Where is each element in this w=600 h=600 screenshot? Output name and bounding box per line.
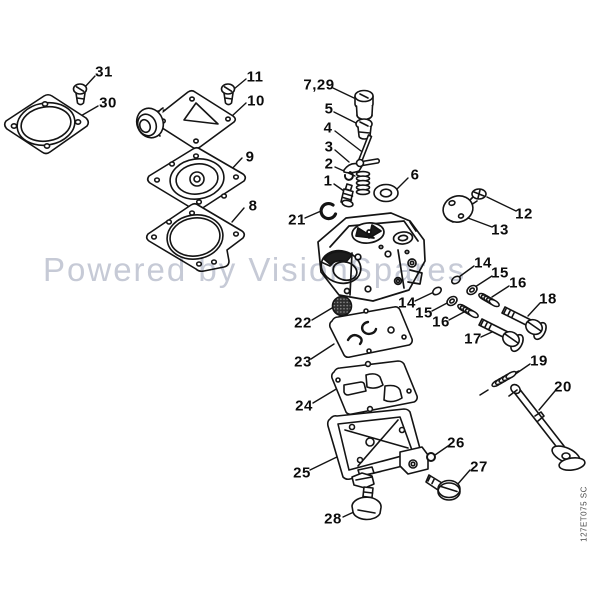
part-9-diaphragm-drawing: [148, 148, 246, 214]
callout-21: 21: [288, 211, 306, 229]
part-17-adjust-screw-drawing: [479, 319, 526, 353]
callout-4: 4: [323, 119, 333, 137]
part-23-gasket-drawing: [330, 307, 412, 357]
callout-22: 22: [294, 314, 312, 332]
part-8-gasket-drawing: [147, 204, 245, 272]
callout-25: 25: [293, 464, 311, 482]
callout-16-lower: 16: [432, 313, 450, 331]
callout-1: 1: [323, 172, 333, 190]
part-11-screw-drawing: [222, 84, 235, 105]
callout-6: 6: [410, 166, 420, 184]
callout-8: 8: [248, 197, 258, 215]
part-3-lever-drawing: [344, 159, 379, 180]
part-27-screw-drawing: [426, 475, 460, 500]
callout-31: 31: [95, 63, 113, 81]
callout-13: 13: [491, 221, 509, 239]
callout-19: 19: [530, 352, 548, 370]
part-7-29-cap-drawing: [355, 91, 373, 120]
part-6-grommet-drawing: [374, 185, 398, 202]
part-25-end-cover-drawing: [328, 409, 428, 488]
part-26-ball-drawing: [427, 453, 435, 461]
part-21-clip-drawing: [321, 204, 335, 219]
callout-15-lower: 15: [415, 304, 433, 322]
part-16-spring-upper-drawing: [478, 292, 501, 308]
part-14-oring-upper-drawing: [450, 275, 461, 286]
callout-23: 23: [294, 353, 312, 371]
carburetor-body-drawing: [318, 213, 425, 301]
callout-18: 18: [539, 290, 557, 308]
part-16-spring-lower-drawing: [457, 303, 480, 319]
callout-12: 12: [515, 205, 533, 223]
part-15-washer-lower-drawing: [445, 295, 458, 308]
part-18-adjust-screw-drawing: [502, 307, 549, 341]
part-13-disc-drawing: [440, 193, 476, 226]
part-14-oring-lower-drawing: [431, 286, 442, 297]
callout-7-29: 7,29: [303, 76, 335, 94]
callout-14-lower: 14: [398, 294, 416, 312]
drawing-code-text: 127ET075 SC: [579, 486, 589, 542]
part-10-pump-cover-drawing: [132, 91, 235, 149]
callout-28: 28: [324, 510, 342, 528]
callout-9: 9: [245, 148, 255, 166]
callout-11: 11: [246, 68, 264, 86]
callout-15-upper: 15: [491, 264, 509, 282]
callout-10: 10: [247, 92, 265, 110]
callout-14-upper: 14: [474, 254, 492, 272]
callout-3: 3: [324, 138, 334, 156]
callout-16-upper: 16: [509, 274, 527, 292]
callout-2: 2: [324, 155, 334, 173]
part-28-screw-drawing: [352, 487, 381, 519]
callout-5: 5: [324, 100, 334, 118]
callout-24: 24: [295, 397, 313, 415]
part-1-inlet-needle-drawing: [341, 184, 354, 208]
part-15-washer-upper-drawing: [465, 284, 478, 297]
part-22-screen-drawing: [333, 297, 352, 316]
callout-17: 17: [464, 330, 482, 348]
callout-20: 20: [554, 378, 572, 396]
part-20-throttle-shaft-drawing: [509, 383, 586, 472]
part-24-diaphragm-drawing: [332, 361, 417, 414]
callout-27: 27: [470, 458, 488, 476]
part-30-cover-plate-drawing: [5, 95, 89, 154]
part-19-spring-drawing: [480, 370, 519, 395]
leader-lines: [79, 76, 555, 517]
watermark-text: Powered by VisionSpares: [43, 251, 467, 288]
callout-26: 26: [447, 434, 465, 452]
part-2-spring-drawing: [357, 172, 370, 195]
callout-30: 30: [99, 94, 117, 112]
part-31-screw-drawing: [74, 84, 87, 105]
